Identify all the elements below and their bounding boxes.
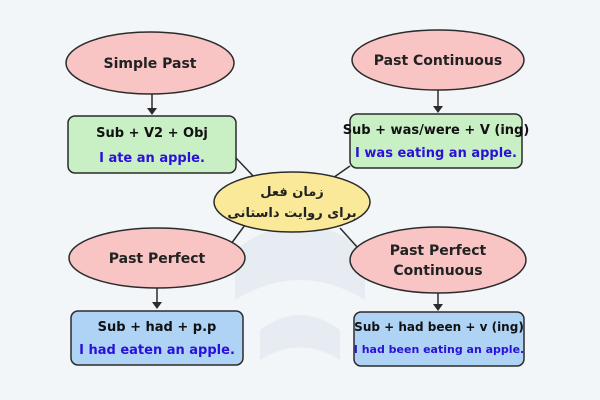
past-perfect-continuous-title-1: Past Perfect — [390, 243, 487, 259]
background-watermark — [235, 225, 365, 360]
center-line-2: برای روایت داستانی — [227, 206, 356, 221]
center-line-1: زمان فعل — [260, 185, 324, 200]
past-perfect-continuous-formula: Sub + had been + v (ing) — [354, 320, 524, 334]
past-perfect-continuous-example: I had been eating an apple. — [354, 343, 524, 356]
arrow-head-past-perfect-continuous — [433, 304, 443, 311]
simple-past-example: I ate an apple. — [99, 151, 205, 166]
connector-past-perfect-continuous — [339, 227, 359, 249]
past-perfect-title: Past Perfect — [109, 251, 206, 267]
past-perfect-continuous-box — [353, 311, 525, 367]
past-continuous-ellipse — [351, 29, 525, 91]
simple-past-formula: Sub + V2 + Obj — [96, 126, 208, 141]
arrow-head-simple-past — [147, 108, 157, 115]
simple-past-title: Simple Past — [103, 56, 196, 72]
past-perfect-formula: Sub + had + p.p — [98, 320, 217, 335]
simple-past-ellipse — [65, 31, 235, 95]
past-perfect-continuous-ellipse — [349, 226, 527, 294]
past-continuous-box — [349, 113, 523, 169]
past-perfect-example: I had eaten an apple. — [79, 343, 235, 358]
past-continuous-title: Past Continuous — [374, 53, 502, 69]
past-continuous-formula: Sub + was/were + V (ing) — [343, 123, 530, 138]
past-perfect-box — [70, 310, 244, 366]
arrows — [147, 90, 443, 311]
past-perfect-continuous-title-2: Continuous — [393, 263, 482, 279]
arrow-head-past-continuous — [433, 106, 443, 113]
connector-simple-past — [235, 157, 256, 179]
arrow-head-past-perfect — [152, 302, 162, 309]
past-perfect-ellipse — [68, 227, 246, 289]
past-continuous-example: I was eating an apple. — [355, 146, 517, 161]
center-ellipse — [213, 171, 371, 233]
simple-past-box — [67, 115, 237, 174]
